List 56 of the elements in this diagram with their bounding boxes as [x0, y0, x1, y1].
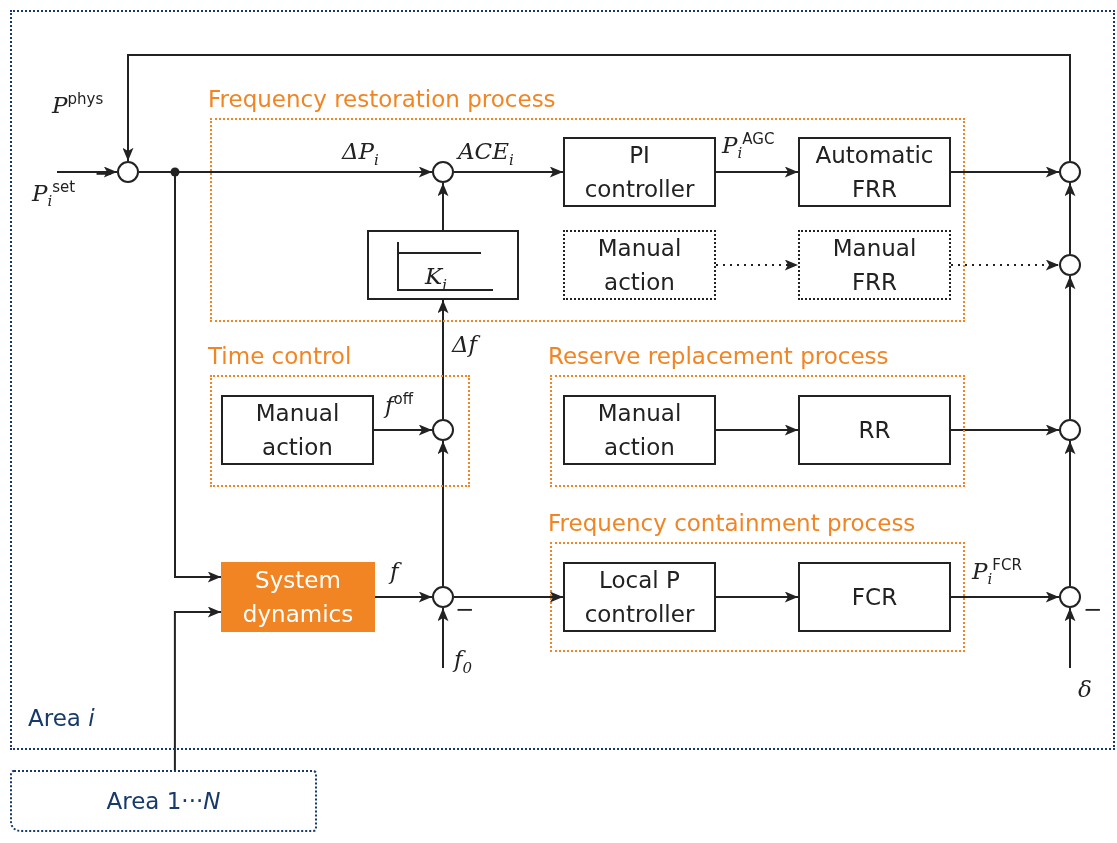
arrow [715, 259, 799, 271]
group-title: Frequency restoration process [208, 86, 556, 112]
edge-label: f$^{off}$ [385, 392, 414, 417]
sign-label: − [1083, 598, 1103, 621]
arrow [950, 166, 1060, 178]
arrow [1064, 440, 1076, 587]
arrow [56, 166, 118, 178]
arrow [950, 424, 1060, 436]
arrow [715, 166, 799, 178]
arrow [1064, 275, 1076, 420]
arrow [437, 182, 449, 231]
process-block: Manual action [563, 230, 716, 300]
process-block: Local P controller [563, 562, 716, 632]
arrow [715, 424, 799, 436]
sign-label: − [455, 598, 475, 621]
arrow [950, 591, 1060, 603]
arrow [1064, 607, 1076, 669]
summing-junction [432, 161, 454, 183]
arrow [437, 607, 449, 669]
summing-junction [1059, 161, 1081, 183]
arrow [437, 299, 449, 420]
edge-label: ACE$_{i}$ [458, 140, 514, 168]
area-boundary [10, 10, 1115, 750]
summing-junction [432, 586, 454, 608]
group-title: Frequency containment process [548, 510, 916, 536]
process-block: Manual action [221, 395, 374, 465]
process-block: System dynamics [221, 562, 375, 632]
arrow [437, 440, 449, 587]
group-title: Reserve replacement process [548, 343, 889, 369]
summing-junction [1059, 419, 1081, 441]
arrow [715, 591, 799, 603]
summing-junction [117, 161, 139, 183]
process-block: Manual action [563, 395, 716, 465]
edge-label: f$_{0}$ [454, 648, 473, 676]
summing-junction [1059, 586, 1081, 608]
process-block: PI controller [563, 137, 716, 207]
edge-label: P$^{phys}$ [52, 92, 104, 117]
arrow [374, 591, 433, 603]
arrow [453, 591, 564, 603]
process-block: RR [798, 395, 951, 465]
arrow [122, 54, 1071, 162]
arrow [373, 424, 433, 436]
summing-junction [1059, 254, 1081, 276]
process-block: FCR [798, 562, 951, 632]
arrow [1064, 182, 1076, 255]
group-title: Time control [208, 343, 352, 369]
edge-label: δ [1078, 678, 1092, 701]
edge-label: ΔP$_{i}$ [342, 140, 379, 168]
area-label: Area i [28, 705, 95, 731]
process-block: Automatic FRR [798, 137, 951, 207]
summing-junction [432, 419, 454, 441]
arrow [453, 166, 564, 178]
process-block: Manual FRR [798, 230, 951, 300]
gain-block [367, 230, 519, 300]
area-box: Area 1···N [10, 770, 317, 832]
arrow [173, 606, 222, 771]
